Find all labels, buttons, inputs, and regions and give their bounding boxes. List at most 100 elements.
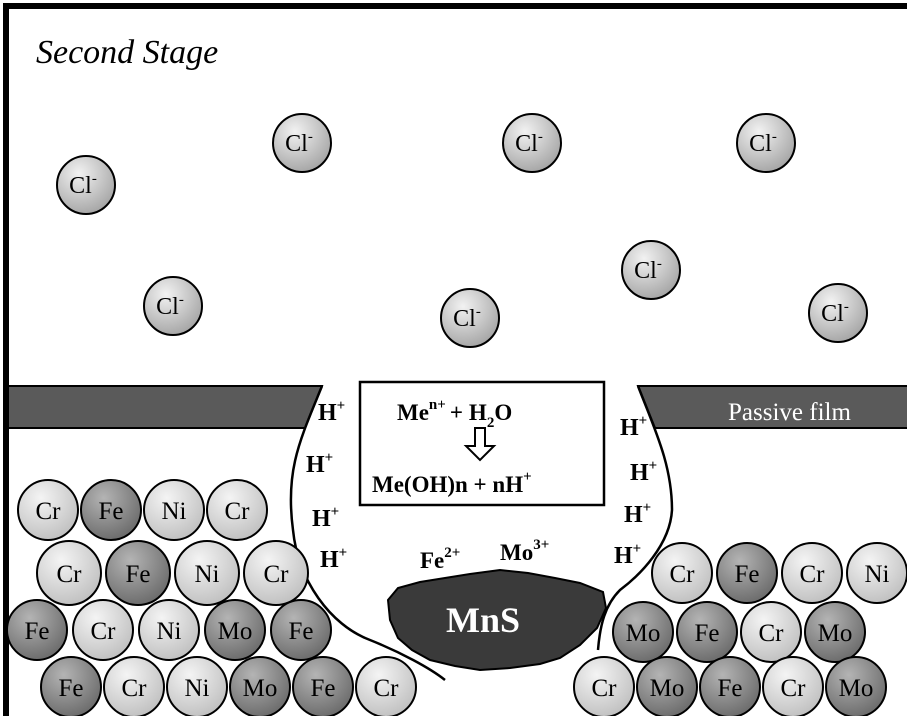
atom-label: Cr <box>670 561 696 588</box>
atom-cr: Cr <box>762 656 824 716</box>
atom-circle <box>80 479 142 541</box>
chloride-symbol: Cl <box>69 173 92 199</box>
atom-cr: Cr <box>740 601 802 663</box>
atom-fe: Fe <box>40 656 102 716</box>
atom-label: Fe <box>126 561 151 588</box>
hydrogen-symbol: H <box>320 547 339 573</box>
chloride-label: Cl- <box>749 129 777 157</box>
hydrogen-charge: + <box>337 398 346 414</box>
chloride-ion: Cl- <box>736 113 796 173</box>
reaction-line1: Men++H2O <box>397 397 512 431</box>
atom-label: Fe <box>25 618 50 645</box>
atom-cr: Cr <box>651 542 713 604</box>
atom-label: Mo <box>650 675 685 702</box>
atom-circle <box>612 601 674 663</box>
chloride-ion-circle <box>56 155 116 215</box>
hydrogen-symbol: H <box>624 502 643 528</box>
atom-circle <box>292 656 354 716</box>
atom-circle <box>804 601 866 663</box>
hydrogen-charge: + <box>649 458 658 474</box>
hydrogen-symbol: H <box>312 506 331 532</box>
atom-label: Ni <box>162 498 187 525</box>
atom-label: Cr <box>264 561 290 588</box>
atom-label: Cr <box>36 498 62 525</box>
chloride-ion: Cl- <box>56 155 116 215</box>
atom-circle <box>636 656 698 716</box>
hydrogen-symbol: H <box>630 460 649 486</box>
atom-label: Cr <box>91 618 117 645</box>
atom-label: Cr <box>781 675 807 702</box>
hydrogen-ion: H+ <box>620 413 647 441</box>
chloride-charge: - <box>844 299 849 315</box>
frame <box>3 3 907 716</box>
pit-wall-right <box>596 385 674 651</box>
chloride-ion-circle <box>143 276 203 336</box>
chloride-charge: - <box>538 129 543 145</box>
chloride-ion: Cl- <box>502 113 562 173</box>
hydrogen-ion: H+ <box>312 504 339 532</box>
atom-label: Fe <box>99 498 124 525</box>
hydrogen-ion: H+ <box>614 541 641 569</box>
chloride-ion: Cl- <box>272 113 332 173</box>
atom-circle <box>740 601 802 663</box>
chloride-symbol: Cl <box>285 131 308 157</box>
atom-label: Ni <box>865 561 890 588</box>
atom-circle <box>243 540 309 606</box>
chloride-ion-circle <box>502 113 562 173</box>
hydrogen-symbol: H <box>306 452 325 478</box>
atom-label: Mo <box>626 620 661 647</box>
atom-circle <box>846 542 907 604</box>
atom-circle <box>143 479 205 541</box>
atom-label: Fe <box>59 675 84 702</box>
atom-circle <box>72 599 134 661</box>
chloride-label: Cl- <box>156 292 184 320</box>
atom-circle <box>651 542 713 604</box>
atom-circle <box>17 479 79 541</box>
hydroxide-product: Me(OH)n + nH <box>372 472 523 497</box>
atom-cr: Cr <box>573 656 635 716</box>
atom-mo: Mo <box>825 656 887 716</box>
atom-fe: Fe <box>105 540 171 606</box>
mns-inclusion <box>386 568 608 672</box>
atom-circle <box>355 656 417 716</box>
chloride-symbol: Cl <box>634 258 657 284</box>
chloride-label: Cl- <box>453 304 481 332</box>
chloride-charge: - <box>308 129 313 145</box>
chloride-label: Cl- <box>634 256 662 284</box>
atom-fe: Fe <box>699 656 761 716</box>
hydrogen-ions: H+H+H+H+H+H+H+H+ <box>306 398 657 573</box>
atom-ni: Ni <box>846 542 907 604</box>
atom-mo: Mo <box>636 656 698 716</box>
chloride-ion-circle <box>440 288 500 348</box>
atom-cr: Cr <box>36 540 102 606</box>
atom-circle <box>40 656 102 716</box>
atom-cr: Cr <box>103 656 165 716</box>
stage-title: Second Stage <box>36 34 218 71</box>
hydrogen-charge: + <box>633 541 642 557</box>
atom-circle <box>206 479 268 541</box>
atom-cr: Cr <box>781 542 843 604</box>
atom-mo: Mo <box>612 601 674 663</box>
chloride-label: Cl- <box>285 129 313 157</box>
chloride-label: Cl- <box>515 129 543 157</box>
chloride-charge: - <box>92 171 97 187</box>
atom-circle <box>573 656 635 716</box>
hydrogen-ion: H+ <box>630 458 657 486</box>
chloride-label: Cl- <box>69 171 97 199</box>
atom-circle <box>36 540 102 606</box>
atom-circle <box>229 656 291 716</box>
atom-label: Cr <box>592 675 618 702</box>
atom-label: Ni <box>157 618 182 645</box>
atom-label: Cr <box>225 498 251 525</box>
passive-film-label: Passive film <box>728 399 851 426</box>
hydrogen-charge: + <box>639 413 648 429</box>
chloride-ion-circle <box>621 240 681 300</box>
hydrogen-ion: H+ <box>320 545 347 573</box>
metal-charge: n+ <box>429 397 446 413</box>
atom-circle <box>676 601 738 663</box>
chloride-ion: Cl- <box>621 240 681 300</box>
proton-charge: + <box>523 469 532 485</box>
atom-label: Fe <box>289 618 314 645</box>
